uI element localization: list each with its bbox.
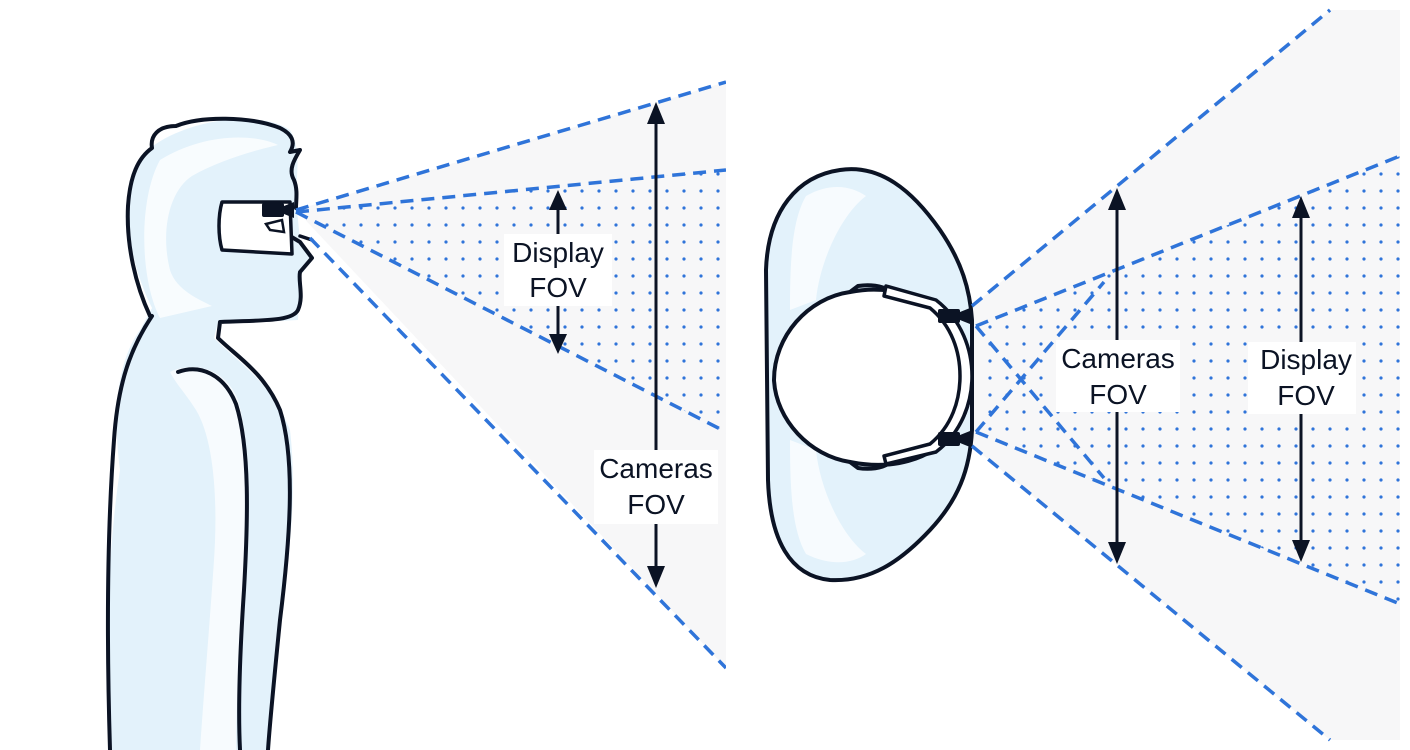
side-display-fov-bottom-line bbox=[295, 210, 726, 434]
side-display-fov-label-line2: FOV bbox=[529, 272, 587, 303]
side-cameras-fov-top-line bbox=[295, 80, 726, 212]
person-side-silhouette bbox=[105, 116, 314, 750]
side-cameras-fov-bottom-line bbox=[308, 236, 726, 670]
top-inner-line-2 bbox=[974, 280, 1106, 434]
top-display-fov-label-line2: FOV bbox=[1277, 380, 1335, 411]
top-cameras-fov-label-line2: FOV bbox=[1089, 379, 1147, 410]
top-cameras-fov-label-line1: Cameras bbox=[1061, 343, 1175, 374]
top-display-fov-cone bbox=[976, 156, 1400, 604]
top-cameras-fov-upper-line bbox=[970, 8, 1332, 308]
top-display-fov-label-line1: Display bbox=[1260, 344, 1352, 375]
side-cameras-fov-label-line1: Cameras bbox=[599, 453, 713, 484]
side-display-fov-top-line bbox=[295, 168, 726, 214]
top-display-fov-lower-line bbox=[975, 430, 1400, 606]
top-inner-line-1 bbox=[974, 324, 1106, 480]
person-top-silhouette bbox=[764, 167, 974, 583]
top-view: Cameras FOV Display FOV bbox=[764, 8, 1400, 742]
side-display-fov-label-line1: Display bbox=[512, 237, 604, 268]
top-display-fov-upper-line bbox=[975, 154, 1400, 328]
top-camera-icon-upper bbox=[938, 309, 960, 323]
top-cameras-fov-lower-line bbox=[970, 444, 1332, 742]
top-camera-icon-lower bbox=[938, 432, 960, 446]
side-cameras-fov-label-line2: FOV bbox=[627, 489, 685, 520]
side-view: Display FOV Cameras FOV bbox=[105, 80, 726, 750]
side-camera-icon bbox=[262, 203, 284, 217]
